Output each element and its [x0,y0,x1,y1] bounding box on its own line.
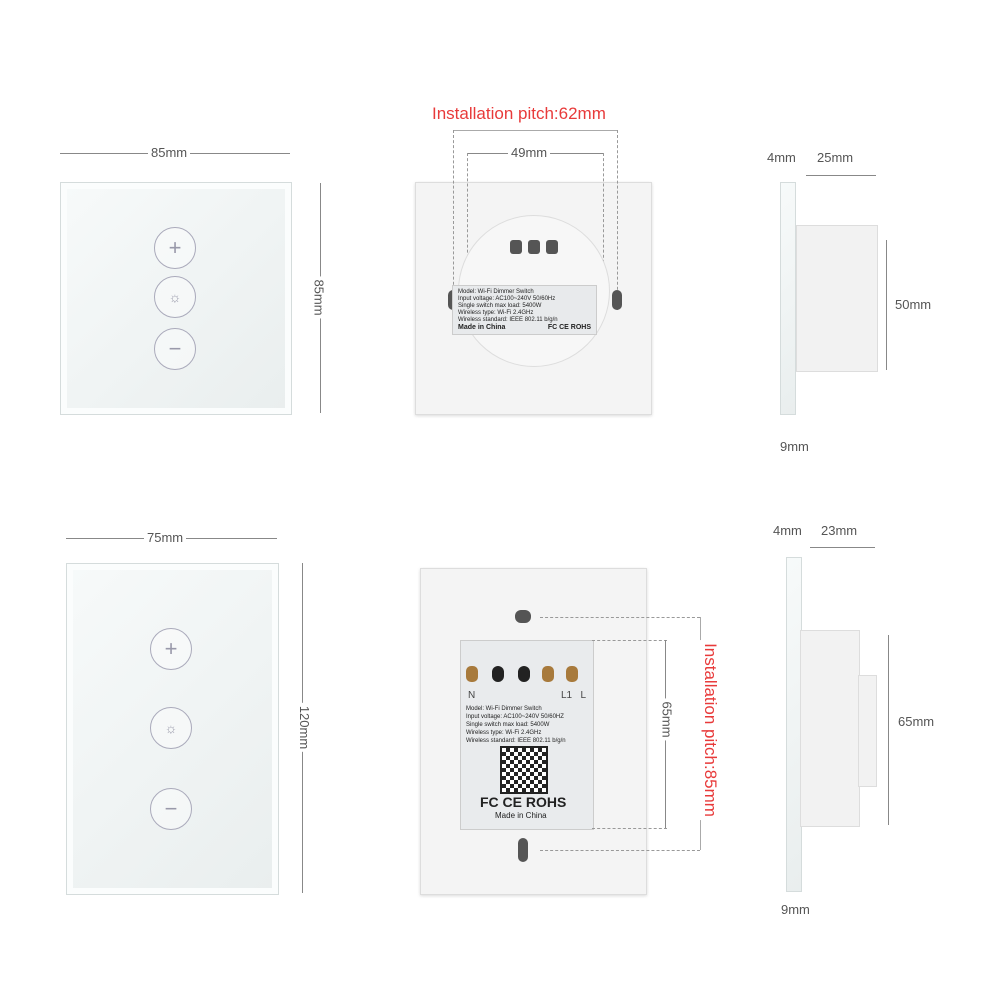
depth-dim: 23mm [818,523,861,538]
width-dim: 75mm [144,530,187,545]
terminal-n: N [468,690,476,701]
qr-code [500,746,548,794]
terminal-l: L [580,690,586,701]
height-dim: 85mm [311,276,327,319]
plus-icon: + [154,227,196,269]
width-dim: 85mm [148,145,191,160]
depth-dim: 25mm [814,150,857,165]
inner-dim: 65mm [659,698,675,741]
body-dim: 65mm [895,714,938,729]
glass-dim: 4mm [764,150,799,165]
light-icon: ☼ [150,707,192,749]
glass-dim: 4mm [770,523,805,538]
plus-icon: + [150,628,192,670]
height-dim: 120mm [297,702,313,753]
inner-dim: 49mm [508,145,551,160]
minus-icon: − [150,788,192,830]
base-dim: 9mm [777,439,812,454]
body-dim: 50mm [892,297,935,312]
installation-pitch: Installation pitch:62mm [432,104,606,123]
terminal-l1: L1 [560,690,573,701]
installation-pitch: Installation pitch:85mm [699,640,720,820]
made-in: Made in China [495,811,547,820]
minus-icon: − [154,328,196,370]
cert-logos: FC CE ROHS [480,794,567,810]
light-icon: ☼ [154,276,196,318]
base-dim: 9mm [778,902,813,917]
